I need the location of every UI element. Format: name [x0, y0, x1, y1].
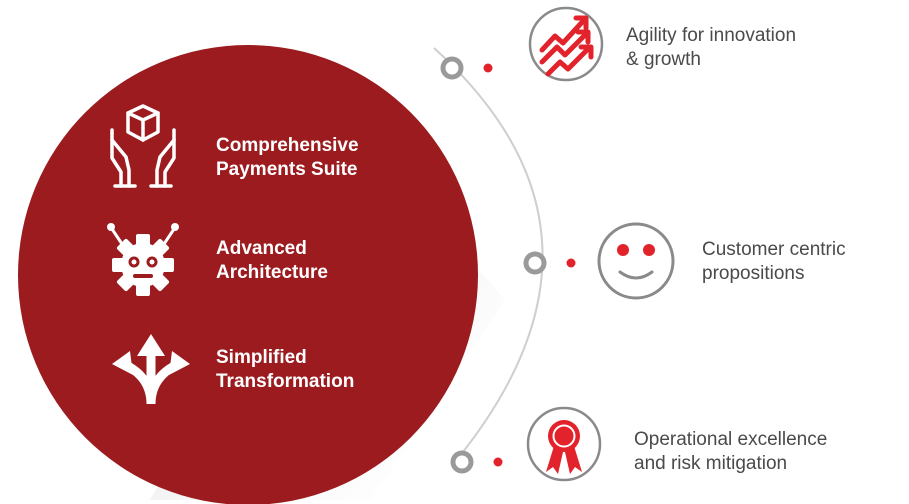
connector-node-3 [450, 450, 503, 474]
connector-node-2 [523, 251, 576, 275]
smiley-face-icon [597, 222, 675, 300]
circle-item-simplified-transformation: Simplified Transformation [216, 347, 355, 392]
circle-item-payments-suite: Comprehensive Payments Suite [216, 135, 359, 180]
circle-item-advanced-architecture: Advanced Architecture [216, 238, 328, 283]
main-circle [18, 45, 478, 504]
benefit-customer-centric: Customer centric propositions [702, 239, 846, 284]
hands-holding-box-icon [110, 104, 176, 188]
benefit-agility: Agility for innovation & growth [626, 25, 797, 70]
award-ribbon-icon [526, 406, 602, 482]
growth-arrows-icon [528, 6, 604, 82]
split-arrows-icon [112, 334, 190, 405]
connector-node-1 [440, 56, 493, 80]
robot-gear-icon [107, 223, 179, 296]
connector-arc [433, 47, 544, 463]
benefit-operational-excellence: Operational excellence and risk mitigati… [634, 429, 828, 474]
